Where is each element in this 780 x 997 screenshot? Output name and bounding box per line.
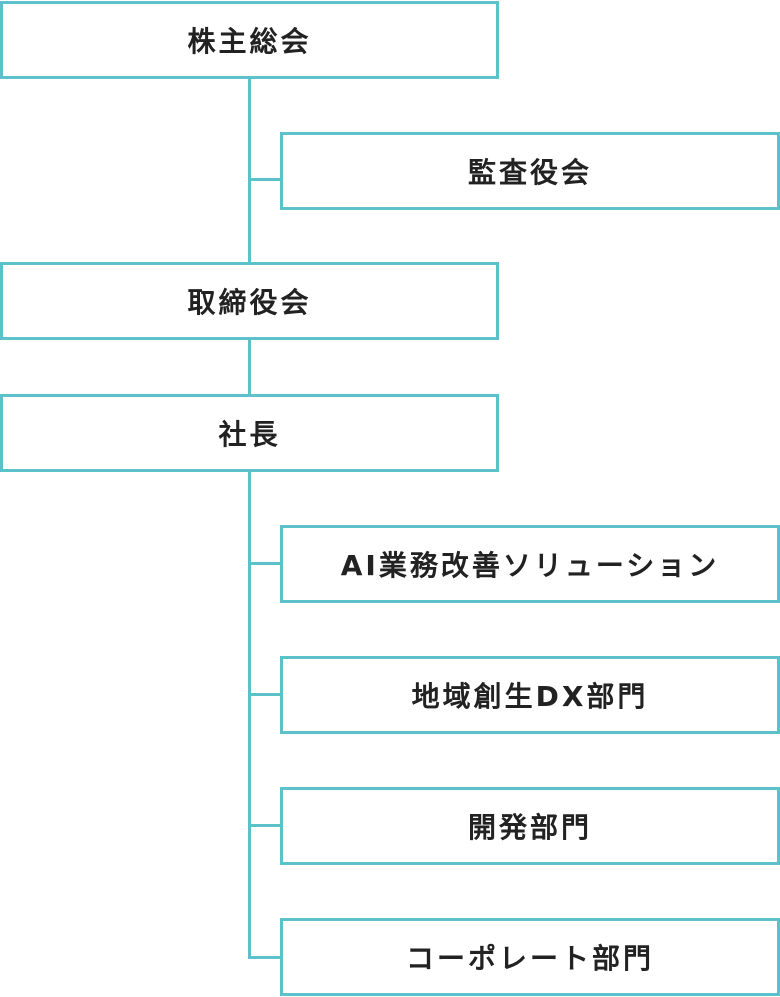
- audit-board-box: 監査役会: [280, 132, 780, 210]
- department-development-box: 開発部門: [280, 787, 780, 865]
- president-box: 社長: [0, 394, 499, 472]
- board-of-directors-box: 取締役会: [0, 262, 499, 340]
- shareholders-meeting-box: 株主総会: [0, 1, 499, 79]
- department-regional-dx-box: 地域創生DX部門: [280, 656, 780, 734]
- connector-board-president: [248, 339, 251, 395]
- connector-shareholders-board: [248, 78, 251, 264]
- connector-dept-branch-2: [248, 693, 282, 696]
- department-corporate-box: コーポレート部門: [280, 918, 780, 996]
- connector-dept-branch-1: [248, 562, 282, 565]
- connector-dept-branch-3: [248, 824, 282, 827]
- connector-dept-branch-4: [248, 956, 282, 959]
- department-ai-solution-box: AI業務改善ソリューション: [280, 525, 780, 603]
- connector-president-departments: [248, 471, 251, 959]
- connector-audit-branch: [248, 178, 282, 181]
